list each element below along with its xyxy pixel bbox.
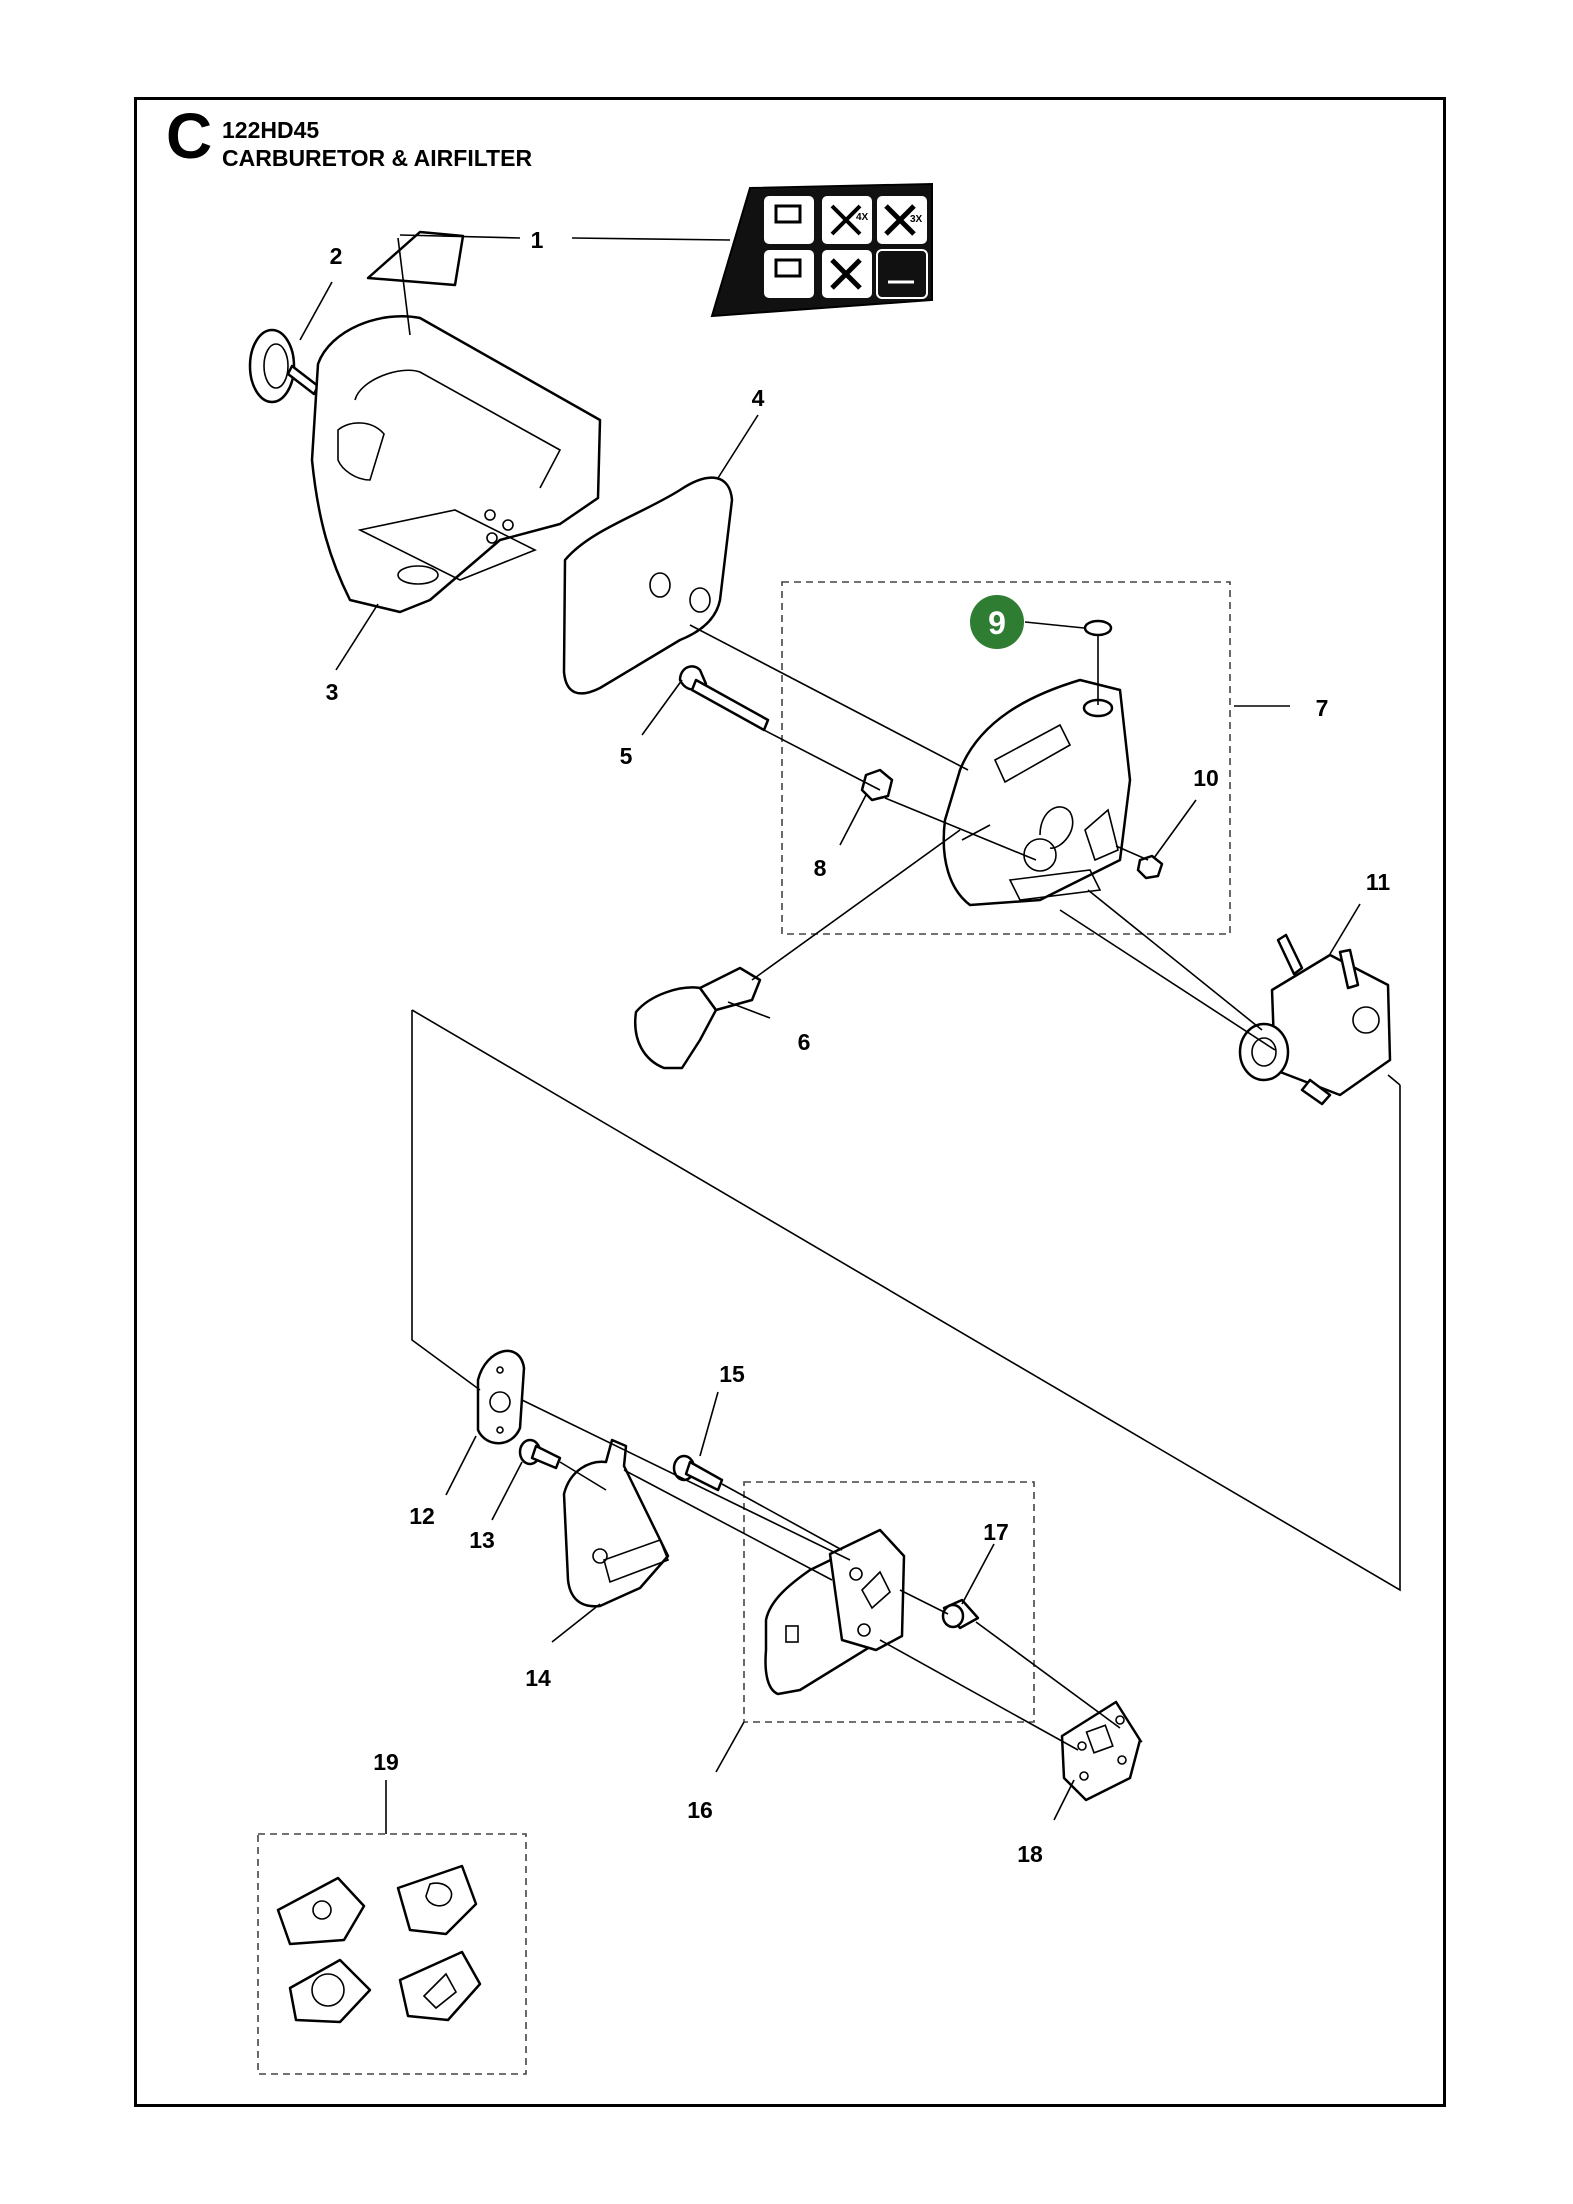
part-9-washer [1083,619,1113,637]
svg-text:3X: 3X [910,214,923,225]
group-box-7 [781,581,1231,935]
callout-18: 18 [1017,1841,1043,1867]
part-6-lever [633,966,762,1070]
part-2-knob [248,328,320,404]
callout-19: 19 [373,1749,399,1775]
callout-8: 8 [814,855,827,881]
svg-text:4X: 4X [856,212,869,223]
assembly-lines [411,624,1401,1751]
choke-icon [764,196,814,244]
callout-15: 15 [719,1361,745,1387]
choke-off-icon [764,250,814,298]
callouts: 1 2 3 4 5 6 7 8 9 10 11 12 13 14 15 16 1… [326,227,1391,1867]
part-11-carburetor [1238,933,1392,1106]
part-4-filter [562,476,734,695]
part-13-screw [518,1438,562,1470]
part-14-bracket [562,1438,670,1608]
callout-5: 5 [620,743,633,769]
callout-1: 1 [531,227,544,253]
callout-9: 9 [988,605,1006,641]
callout-9-highlight [970,595,1024,649]
part-3-cover [310,315,602,614]
callout-12: 12 [409,1503,435,1529]
group-box-16 [743,1481,1035,1723]
callout-6: 6 [798,1029,811,1055]
part-1-label [366,230,465,287]
part-18-gasket [1060,1700,1142,1802]
callout-7: 7 [1316,695,1329,721]
callout-10: 10 [1193,765,1219,791]
leader-lines [299,234,1361,1834]
group-box-19 [257,1833,527,2075]
callout-11: 11 [1366,869,1391,895]
callout-3: 3 [326,679,339,705]
part-19-gasket-kit [276,1864,482,2024]
callout-4: 4 [752,385,765,411]
section-title: CARBURETOR & AIRFILTER [222,145,533,171]
part-7-holder [942,678,1132,907]
callout-16: 16 [687,1797,713,1823]
stop-icon [876,249,928,299]
part-15-screw [672,1454,724,1492]
callout-2: 2 [330,243,343,269]
part-10-nut [1136,854,1164,880]
section-letter: C [166,100,213,172]
part-12-gasket [476,1349,526,1445]
instruction-decal: 4X 3X [710,182,933,318]
part-8-nut [860,768,894,802]
diagram-frame [134,97,1446,2107]
callout-17: 17 [983,1519,1009,1545]
callout-14: 14 [525,1665,551,1691]
title-block: 122HD45 CARBURETOR & AIRFILTER [222,116,532,172]
part-16-flange [764,1528,906,1696]
part-5-bolt [678,665,770,732]
callout-13: 13 [469,1527,495,1553]
model-number: 122HD45 [222,117,320,143]
part-17-sleeve [941,1598,980,1630]
